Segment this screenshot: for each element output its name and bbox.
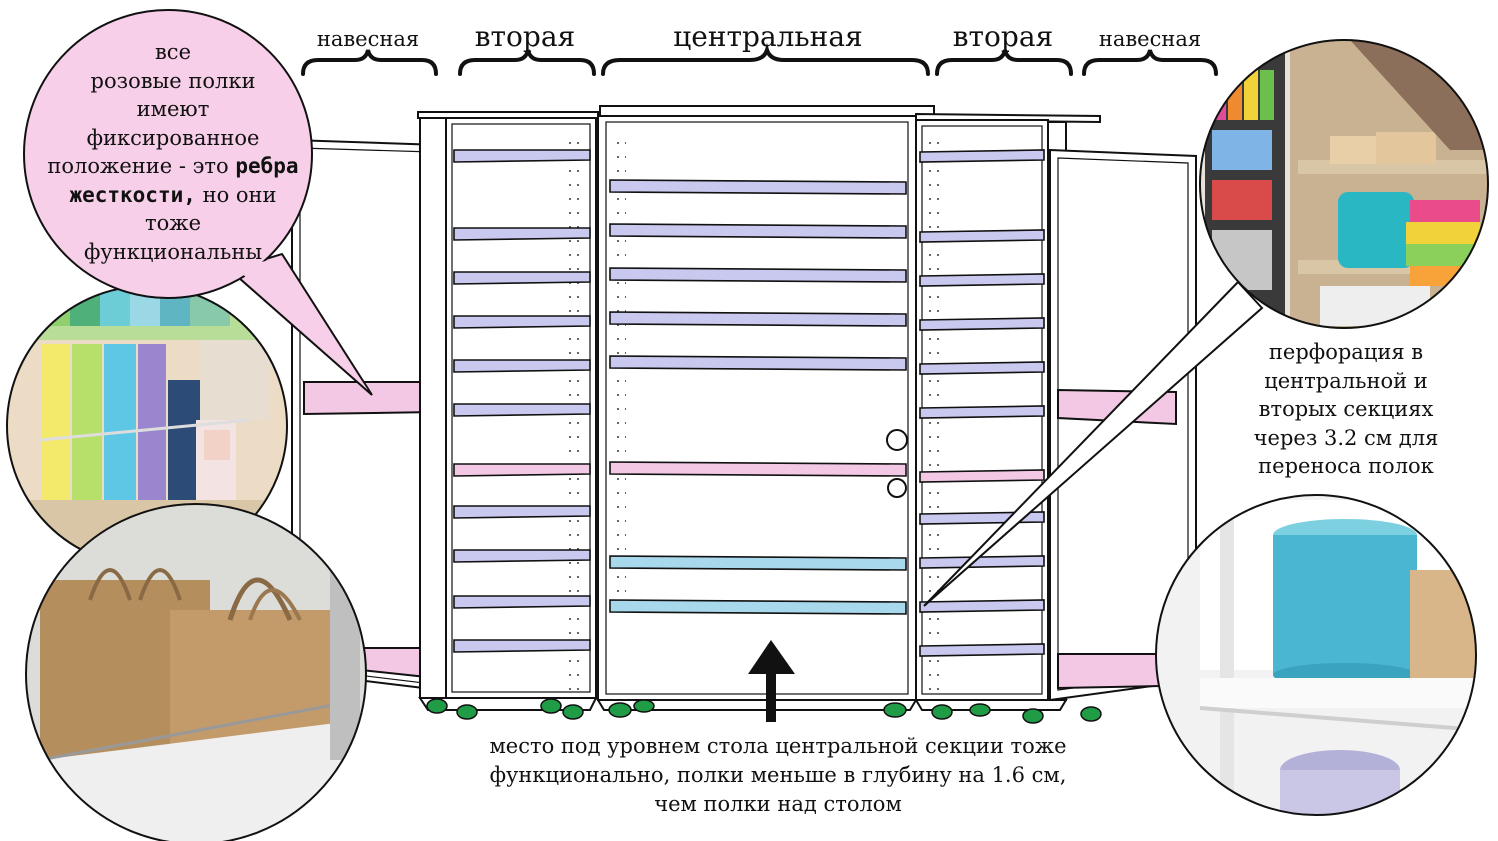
speech-bubble [23, 9, 373, 396]
perforation-line-1: перфорация в [1268, 340, 1424, 364]
bottom-line-3: чем полки над столом [654, 792, 902, 816]
bubble-bold-1: ребра [235, 154, 299, 178]
brace-left-second [458, 49, 596, 76]
label-left-hanging: навесная [316, 27, 420, 51]
label-right-hanging: навесная [1098, 27, 1202, 51]
label-right-second: вторая [952, 20, 1054, 53]
bottom-line-1: место под уровнем стола центральной секц… [489, 734, 1067, 758]
up-arrow-icon [748, 640, 795, 722]
photo-hat-box [1155, 494, 1477, 816]
bubble-line-1: все [154, 40, 191, 64]
brace-central [601, 43, 930, 76]
right-door-pink-shelf-2 [1057, 653, 1161, 690]
bubble-line-7: тоже [144, 211, 201, 235]
left-door-pink-shelf-1 [303, 381, 437, 416]
bottom-line-2: функционально, полки меньше в глубину на… [489, 763, 1067, 787]
brace-left-hanging [301, 49, 438, 76]
perforation-line-2: центральной и [1264, 368, 1428, 393]
bubble-text: все розовые полки имеют фиксированное по… [38, 38, 308, 266]
perforation-line-3: вторых секциях [1258, 397, 1434, 421]
central-shelves [609, 179, 907, 615]
wheels [426, 698, 1102, 724]
perforation-note: перфорация в центральной и вторых секция… [1226, 338, 1466, 481]
bubble-line-8: функциональны [83, 239, 263, 264]
left-second-shelves [453, 149, 591, 653]
left-hanging-door [291, 138, 441, 692]
bubble-line-2: розовые полки [90, 68, 256, 93]
bubble-line-5-text: положение - это [47, 154, 229, 178]
bubble-line-5: положение - это ребра [38, 152, 308, 181]
bubble-line-6-text: но они [202, 182, 277, 207]
bottom-note: место под уровнем стола центральной секц… [438, 732, 1118, 819]
right-second-shelves [919, 149, 1045, 657]
bubble-line-6: жесткости, но они [38, 181, 308, 210]
brace-right-hanging [1082, 49, 1218, 76]
label-central: центральная [673, 20, 863, 53]
perforation-line-5: переноса полок [1258, 454, 1434, 478]
central-section [596, 105, 935, 711]
bubble-bold-2: жесткости, [69, 182, 196, 207]
brace-right-second [935, 49, 1073, 76]
label-left-second: вторая [474, 20, 576, 53]
photo-kraft-bags [25, 503, 367, 841]
perforation-line-4: через 3.2 см для [1253, 425, 1439, 450]
bubble-line-4: фиксированное [86, 125, 260, 150]
perforation-pointer [923, 280, 1264, 607]
bubble-line-3: имеют [136, 97, 210, 121]
